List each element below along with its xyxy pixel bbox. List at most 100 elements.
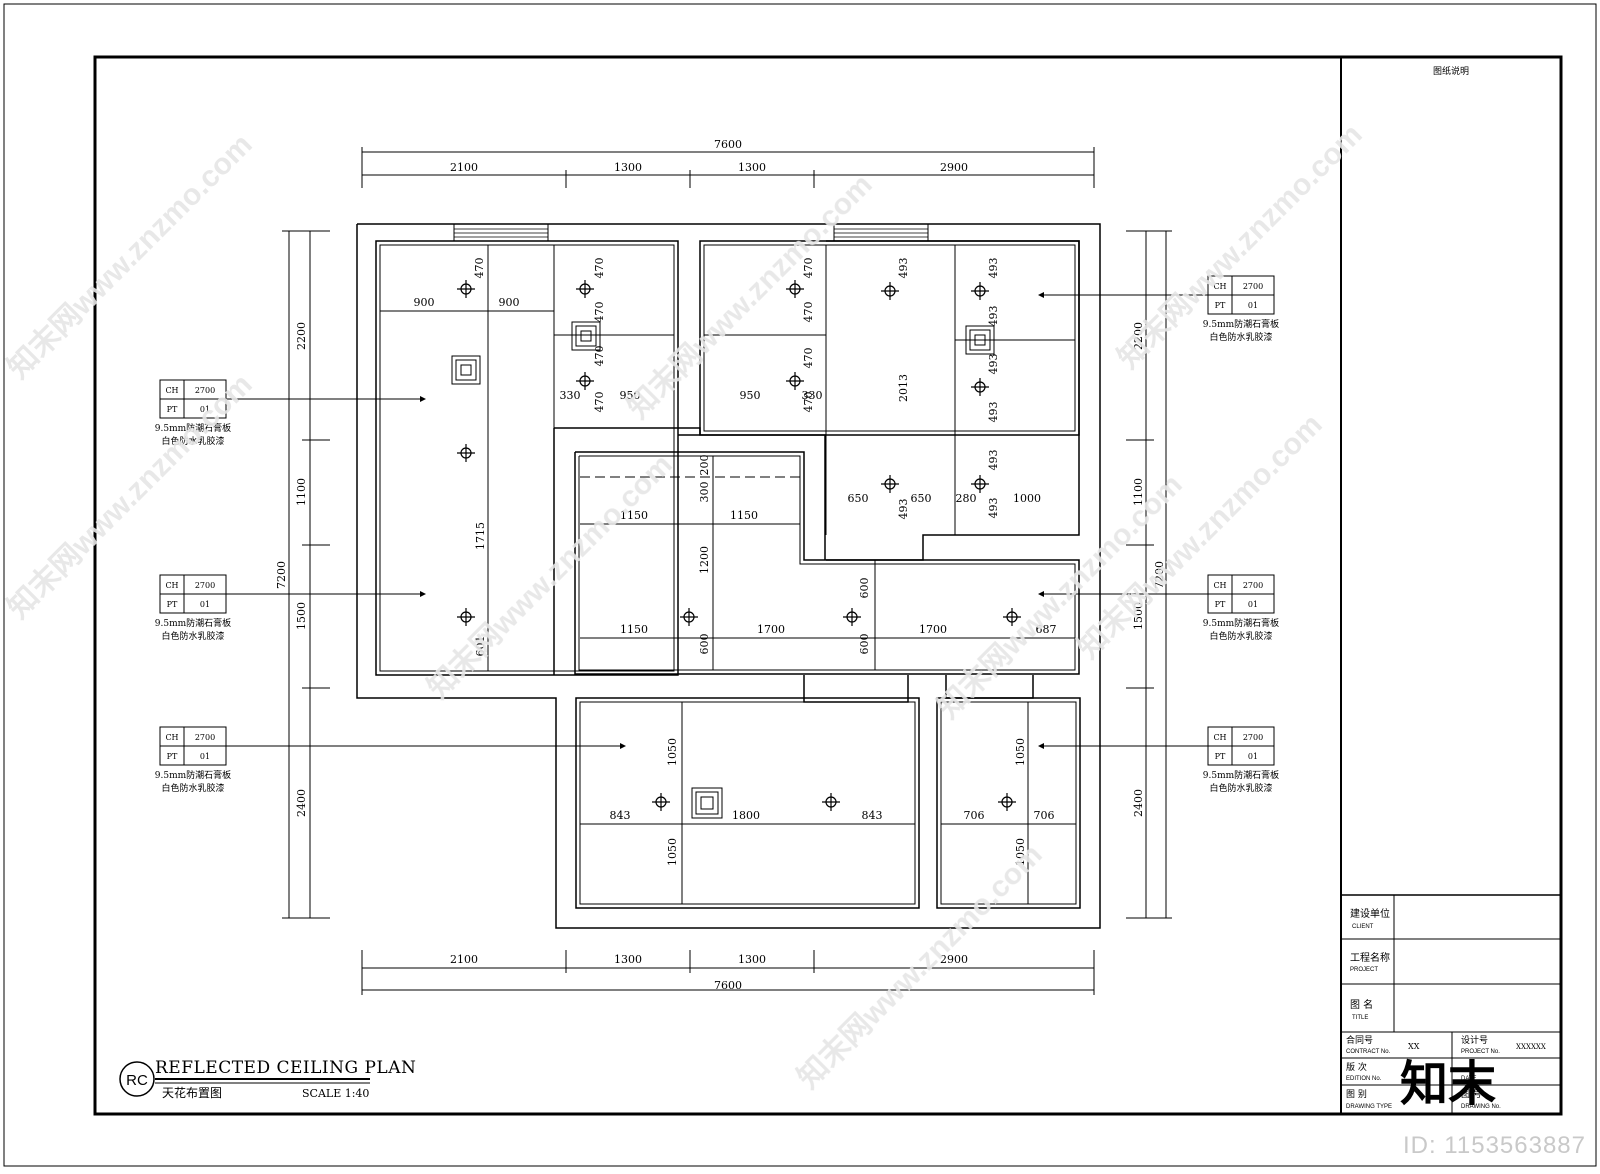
svg-text:CH: CH: [165, 581, 178, 590]
svg-text:CH: CH: [165, 386, 178, 395]
downlight-icon: [881, 475, 899, 493]
dim-300: 300: [698, 482, 711, 503]
svg-text:2700: 2700: [1243, 733, 1263, 742]
svg-text:9.5mm防潮石膏板: 9.5mm防潮石膏板: [1203, 617, 1279, 629]
dim-600: 600: [858, 578, 871, 599]
drawing-scale: SCALE 1:40: [302, 1087, 369, 1100]
dim-1150: 1150: [620, 623, 648, 636]
dim-950: 950: [740, 389, 761, 402]
dim-493: 493: [987, 450, 1000, 471]
svg-text:2700: 2700: [195, 581, 215, 590]
svg-text:白色防水乳胶漆: 白色防水乳胶漆: [161, 782, 224, 794]
dim-950: 950: [620, 389, 641, 402]
svg-text:9.5mm防潮石膏板: 9.5mm防潮石膏板: [155, 769, 231, 781]
client-label-en: CLIENT: [1352, 924, 1374, 930]
downlight-icon: [457, 444, 475, 462]
watermark-logo: 知末: [1400, 1058, 1496, 1111]
svg-text:知末网www.znzmo.com: 知末网www.znzmo.com: [622, 168, 879, 425]
dim-left-overall: 7200: [275, 561, 288, 589]
svg-text:9.5mm防潮石膏板: 9.5mm防潮石膏板: [155, 422, 231, 434]
dim-843: 843: [862, 809, 883, 822]
svg-text:9.5mm防潮石膏板: 9.5mm防潮石膏板: [1203, 769, 1279, 781]
downlight-icon: [843, 608, 861, 626]
dim-600: 600: [698, 634, 711, 655]
svg-text:PT: PT: [1215, 752, 1226, 761]
dim-493: 493: [987, 354, 1000, 375]
title-block-header: 图纸说明: [1433, 65, 1469, 77]
dim-650: 650: [911, 492, 932, 505]
dim-bottom-seg-1: 2100: [450, 953, 478, 966]
svg-text:CH: CH: [165, 733, 178, 742]
exhaust-fans: [451, 321, 995, 819]
dim-right-overall: 7200: [1153, 561, 1166, 589]
svg-text:PT: PT: [167, 752, 178, 761]
drawing-type-label-cn: 图 别: [1346, 1089, 1367, 1100]
dim-right-seg-4: 2400: [1132, 789, 1145, 817]
svg-text:01: 01: [200, 405, 210, 414]
svg-text:CH: CH: [1213, 282, 1226, 291]
dim-493: 493: [987, 258, 1000, 279]
dim-2013: 2013: [897, 374, 910, 402]
downlight-icon: [680, 608, 698, 626]
dim-493: 493: [897, 499, 910, 520]
dim-900: 900: [499, 296, 520, 309]
dim-1150: 1150: [620, 509, 648, 522]
drawing-type-label-en: DRAWING TYPE: [1346, 1104, 1392, 1110]
design-value: XXXXXX: [1516, 1043, 1546, 1051]
svg-text:PT: PT: [1215, 600, 1226, 609]
dim-top-seg-1: 2100: [450, 161, 478, 174]
dim-1800: 1800: [732, 809, 760, 822]
svg-text:2700: 2700: [1243, 282, 1263, 291]
dim-right-seg-2: 1100: [1132, 478, 1145, 506]
svg-text:01: 01: [1248, 752, 1258, 761]
svg-text:知末网www.znzmo.com: 知末网www.znzmo.com: [792, 838, 1049, 1095]
downlight-icon: [971, 475, 989, 493]
svg-text:01: 01: [1248, 301, 1258, 310]
dim-470: 470: [802, 348, 815, 369]
ceiling-tag-1: CH 2700 PT 01 9.5mm防潮石膏板 白色防水乳胶漆: [155, 379, 426, 447]
dim-470: 470: [802, 392, 815, 413]
downlight-icon: [652, 793, 670, 811]
dim-bottom-seg-2: 1300: [614, 953, 642, 966]
dim-280: 280: [956, 492, 977, 505]
dim-1200: 1200: [698, 546, 711, 574]
downlight-icon: [457, 280, 475, 298]
dim-470: 470: [473, 258, 486, 279]
dim-top-seg-3: 1300: [738, 161, 766, 174]
drawing-title-cn: 天花布置图: [162, 1085, 222, 1100]
date-label-en: DATE: [1461, 1076, 1477, 1082]
downlight-icon: [971, 282, 989, 300]
dim-706: 706: [1034, 809, 1055, 822]
dim-601: 601: [474, 636, 487, 657]
svg-text:知末网www.znzmo.com: 知末网www.znzmo.com: [422, 448, 679, 705]
drawing-title: REFLECTED CEILING PLAN: [155, 1058, 416, 1078]
dim-470: 470: [593, 346, 606, 367]
svg-text:CH: CH: [1213, 733, 1226, 742]
rc-badge-icon: [119, 1061, 155, 1097]
dim-bottom-seg-4: 2900: [940, 953, 968, 966]
edition-label-cn: 版 次: [1346, 1061, 1367, 1073]
svg-text:白色防水乳胶漆: 白色防水乳胶漆: [1209, 331, 1272, 343]
dim-1150: 1150: [730, 509, 758, 522]
ceiling-tag-3: CH 2700 PT 01 9.5mm防潮石膏板 白色防水乳胶漆: [155, 726, 626, 794]
dim-bottom-seg-3: 1300: [738, 953, 766, 966]
edition-label-en: EDITION No.: [1346, 1076, 1382, 1082]
dim-1050: 1050: [1014, 838, 1027, 866]
dim-493: 493: [987, 402, 1000, 423]
ceiling-tag-6: CH 2700 PT 01 9.5mm防潮石膏板 白色防水乳胶漆: [1038, 726, 1279, 794]
title-label-en: TITLE: [1352, 1015, 1368, 1021]
dim-706: 706: [964, 809, 985, 822]
dim-493: 493: [897, 258, 910, 279]
exhaust-fan-icon: [451, 355, 481, 385]
svg-text:01: 01: [1248, 600, 1258, 609]
downlight-icon: [576, 372, 594, 390]
dim-200: 200: [698, 455, 711, 476]
contract-label-cn: 合同号: [1346, 1034, 1373, 1046]
svg-text:9.5mm防潮石膏板: 9.5mm防潮石膏板: [1203, 318, 1279, 330]
dim-1715: 1715: [474, 522, 487, 550]
dim-1050: 1050: [666, 738, 679, 766]
svg-text:PT: PT: [167, 600, 178, 609]
downlight-icon: [457, 608, 475, 626]
drawing-no-label-en: DRAWING No.: [1461, 1104, 1501, 1110]
